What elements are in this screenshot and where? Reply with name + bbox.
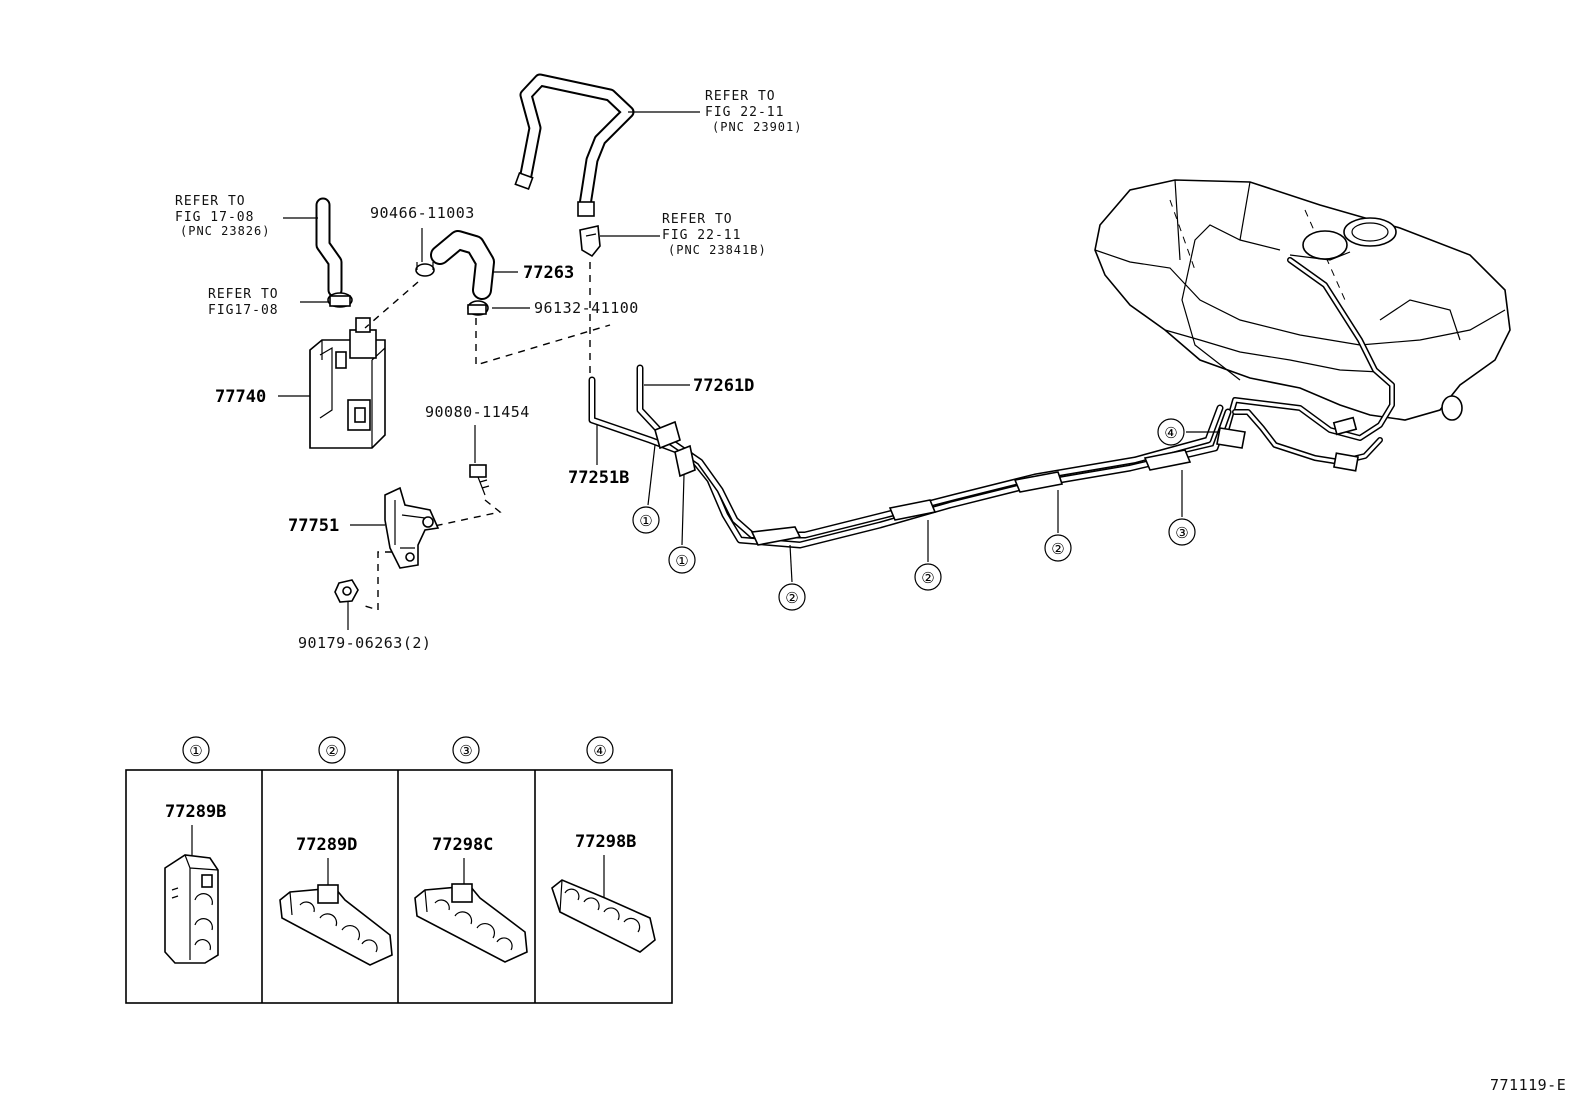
legend-part-77289d: 77289D [296, 835, 357, 855]
clamp-legend: ① ② ③ ④ 77289B 77289D 77298C [125, 736, 673, 1004]
ref-label-line2: FIG 17-08 [175, 210, 254, 225]
legend-marker-4: ④ [593, 742, 606, 760]
callout-1: ① [675, 552, 688, 570]
hose-connector [579, 225, 601, 258]
hose-clamp [327, 292, 353, 308]
clamp-77289d-image [279, 884, 393, 966]
line-clamps [654, 420, 1246, 546]
charcoal-canister [309, 317, 386, 449]
callout-2: ② [1051, 540, 1064, 558]
ref-label-pnc: (PNC 23901) [712, 120, 802, 134]
part-number-96132: 96132-41100 [534, 299, 639, 317]
part-number-90179: 90179-06263(2) [298, 634, 431, 652]
legend-marker-2: ② [325, 742, 338, 760]
part-number-77261d: 77261D [693, 376, 754, 396]
part-number-90466: 90466-11003 [370, 204, 475, 222]
ref-label-line1: REFER TO [705, 89, 776, 104]
clamp-77298b-image [551, 879, 656, 953]
hose-clamp-96132 [467, 300, 489, 316]
figure-id: 771119-E [1490, 1076, 1566, 1094]
vent-hose-77263 [430, 230, 495, 300]
part-number-77751: 77751 [288, 516, 339, 536]
ref-label-line1: REFER TO [662, 212, 733, 227]
ref-label-pnc: (PNC 23841B) [668, 243, 767, 257]
callout-1: ① [639, 512, 652, 530]
clamp-77289b-image [164, 854, 219, 964]
part-number-77251b: 77251B [568, 468, 629, 488]
legend-part-77298b: 77298B [575, 832, 636, 852]
callout-2: ② [921, 569, 934, 587]
canister-upper-hose [315, 197, 343, 298]
part-number-77263: 77263 [523, 263, 574, 283]
ref-label-pnc: (PNC 23826) [180, 224, 270, 238]
part-number-90080: 90080-11454 [425, 403, 530, 421]
fuel-tank [1094, 179, 1511, 421]
nut-90179 [334, 579, 359, 603]
callout-4: ④ [1164, 424, 1177, 442]
clamp-77298c-image [414, 883, 528, 963]
bolt-90080 [469, 464, 490, 496]
legend-marker-1: ① [189, 742, 202, 760]
callout-3: ③ [1175, 524, 1188, 542]
legend-part-77289b: 77289B [165, 802, 226, 822]
part-number-77740: 77740 [215, 387, 266, 407]
hose-clamp-90466 [415, 262, 435, 277]
ref-label-line2: FIG 22-11 [662, 228, 741, 243]
tank-fuel-lines [1222, 257, 1395, 472]
ref-label-line1: REFER TO [208, 287, 279, 302]
canister-bracket-77751 [384, 486, 440, 569]
ref-label-line2: FIG17-08 [208, 303, 279, 318]
ref-label-line2: FIG 22-11 [705, 105, 784, 120]
ref-label-line1: REFER TO [175, 194, 246, 209]
legend-part-77298c: 77298C [432, 835, 493, 855]
callout-2: ② [785, 589, 798, 607]
upper-fuel-hose [514, 73, 635, 217]
legend-marker-3: ③ [459, 742, 472, 760]
